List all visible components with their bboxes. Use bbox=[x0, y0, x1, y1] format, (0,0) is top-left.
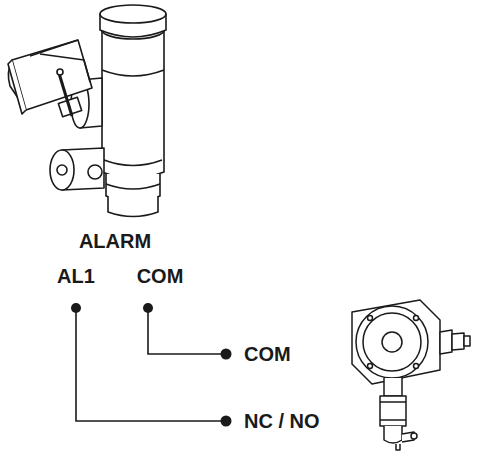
terminal-dot bbox=[71, 303, 232, 427]
ptz-camera bbox=[8, 5, 166, 217]
alarm-wiring bbox=[76, 308, 224, 421]
signal-name: COM bbox=[243, 344, 292, 364]
gas-detector bbox=[352, 300, 470, 450]
terminal-name: COM bbox=[136, 266, 185, 286]
section-title: ALARM bbox=[78, 231, 152, 251]
terminal-name: AL1 bbox=[56, 266, 96, 286]
signal-name: NC / NO bbox=[243, 411, 321, 431]
